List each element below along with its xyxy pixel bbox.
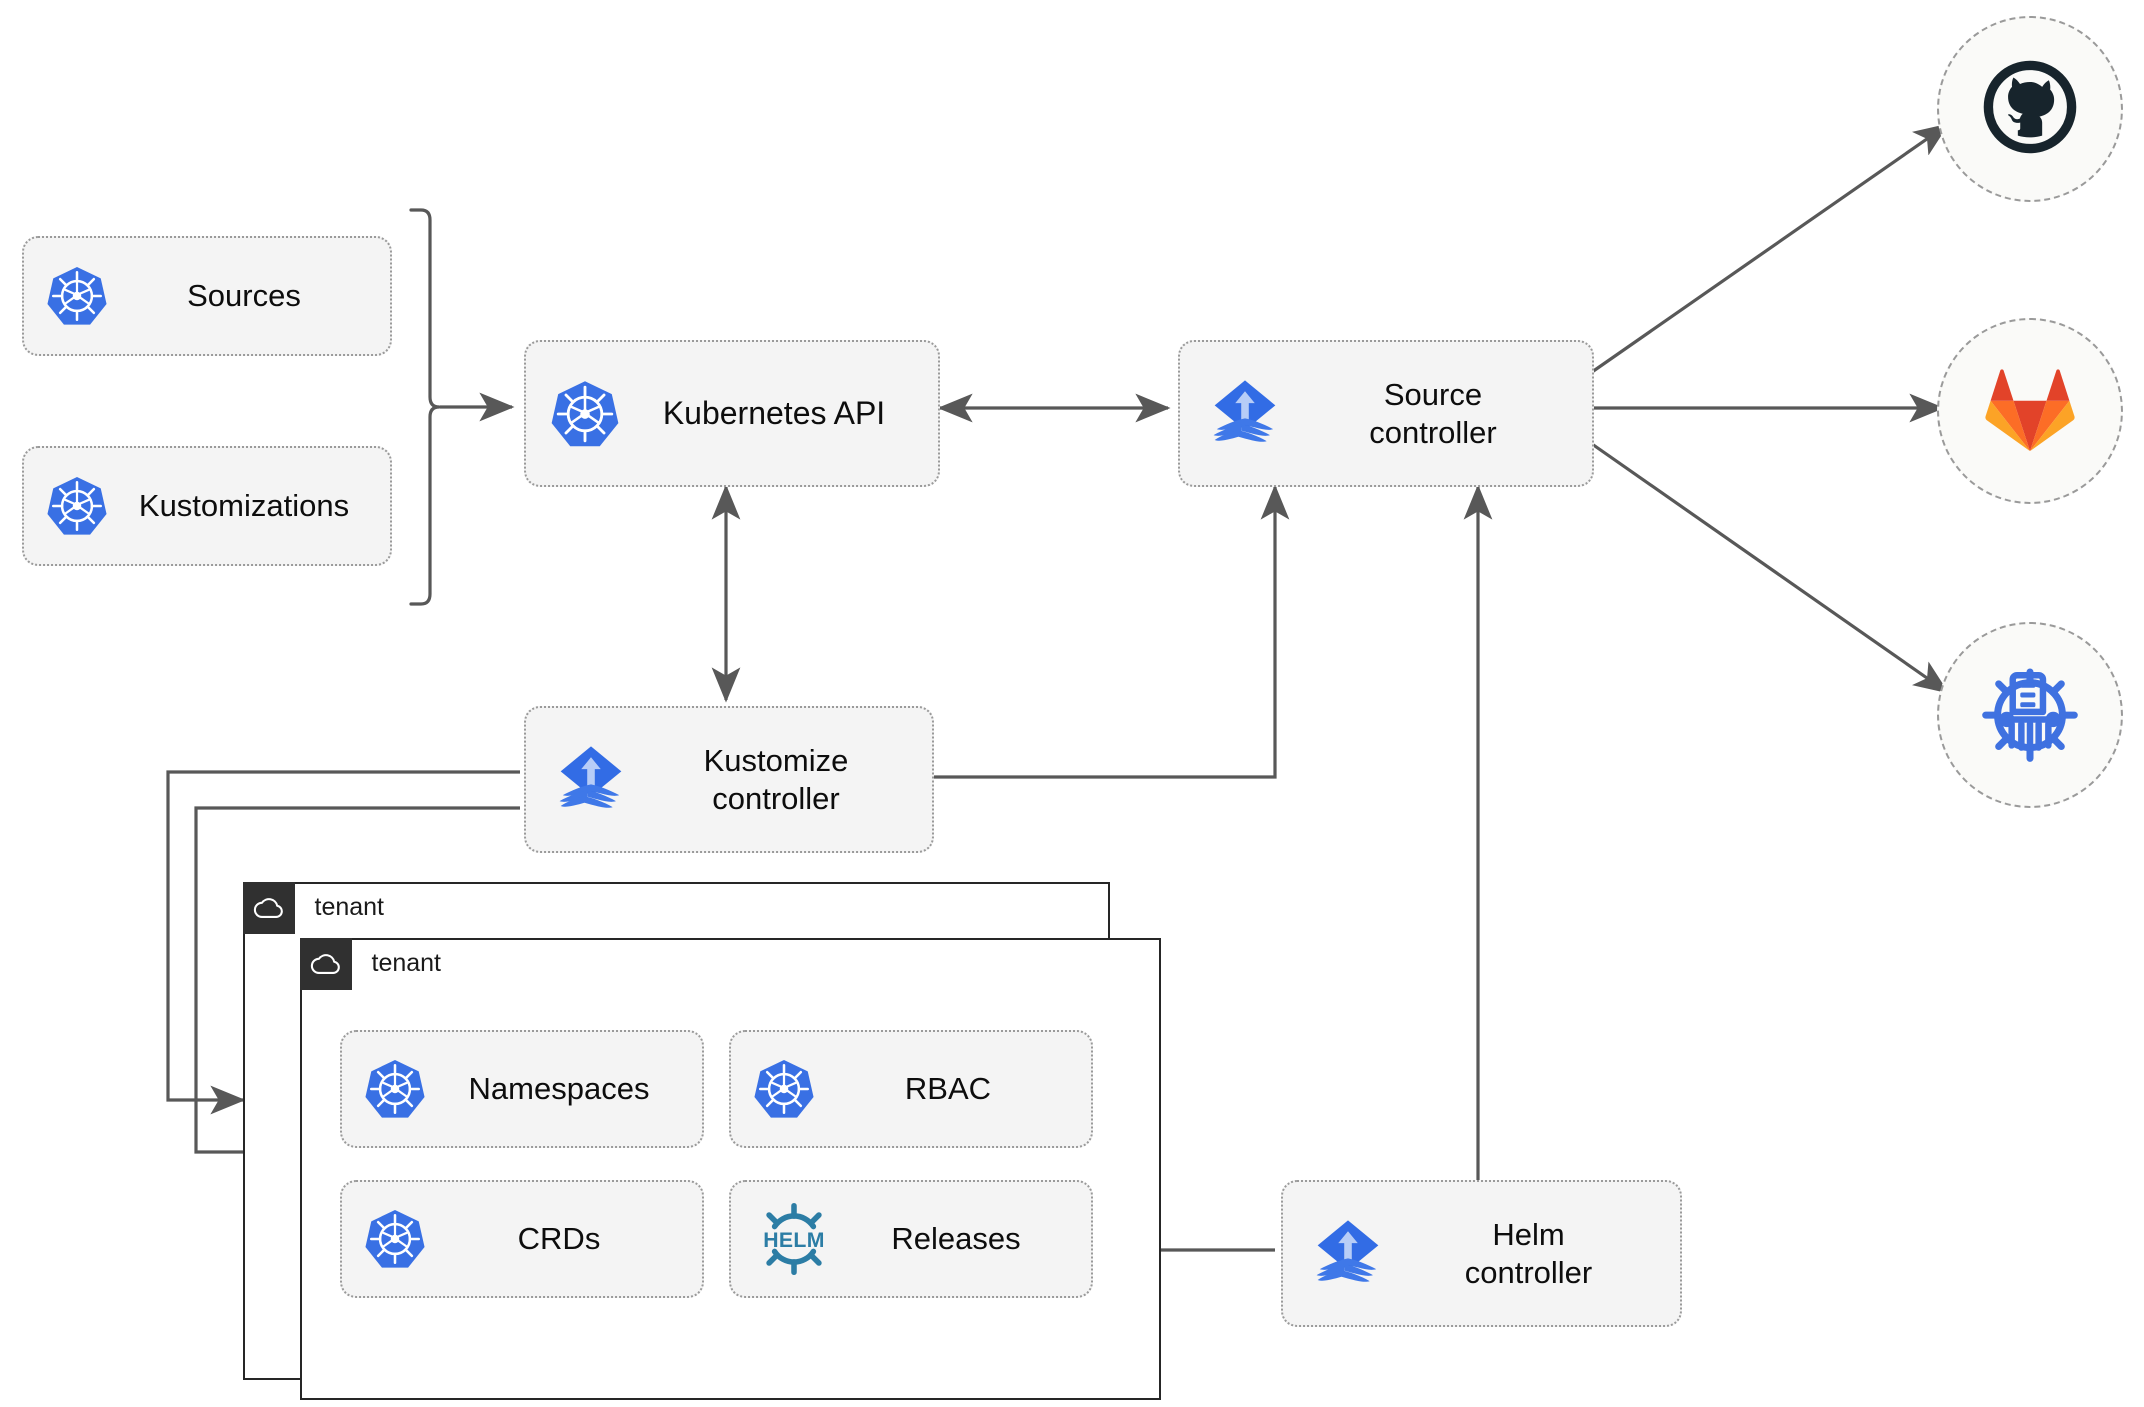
node-label: Helm controller (1464, 1216, 1593, 1290)
flux-icon (1309, 1215, 1387, 1293)
node-label: Kustomize controller (703, 742, 849, 816)
cloud-icon (242, 881, 295, 934)
kubernetes-icon (46, 475, 108, 537)
node-source-controller[interactable]: Source controller (1178, 340, 1594, 487)
provider-gitlab[interactable] (1937, 318, 2123, 504)
node-kubernetes-api[interactable]: Kubernetes API (524, 340, 940, 487)
node-rbac[interactable]: RBAC (729, 1030, 1093, 1148)
node-crds[interactable]: CRDs (340, 1180, 704, 1298)
resources-bracket (409, 208, 441, 606)
node-label: Kubernetes API (662, 394, 886, 431)
node-helm-controller[interactable]: Helm controller (1281, 1180, 1682, 1327)
flux-icon (1206, 375, 1284, 453)
node-label: Namespaces (468, 1071, 650, 1107)
node-releases[interactable]: HELM Releases (729, 1180, 1093, 1298)
svg-text:HELM: HELM (763, 1229, 825, 1252)
flux-icon (552, 741, 630, 819)
kubernetes-icon (550, 379, 620, 449)
node-kustomize-controller[interactable]: Kustomize controller (524, 706, 934, 853)
wire-source-to-helm-repository (1591, 442, 1950, 694)
node-namespaces[interactable]: Namespaces (340, 1030, 704, 1148)
node-label: RBAC (904, 1071, 992, 1107)
helm-icon: HELM (757, 1203, 831, 1275)
kubernetes-icon (364, 1058, 426, 1120)
tenant-titlebar: tenant (299, 937, 442, 990)
node-label: Kustomizations (138, 488, 350, 524)
wire-source-to-github (1591, 123, 1950, 374)
tenant-titlebar: tenant (242, 881, 385, 934)
node-label: CRDs (517, 1221, 601, 1257)
provider-github[interactable] (1937, 16, 2123, 202)
node-sources[interactable]: Sources (22, 236, 392, 356)
node-label: Source controller (1369, 376, 1497, 450)
tenant-label: tenant (351, 949, 442, 978)
tenant-container-front[interactable]: tenant (299, 937, 1161, 1400)
github-icon (1978, 55, 2082, 164)
tenant-label: tenant (294, 893, 385, 922)
provider-helm-repository[interactable] (1937, 622, 2123, 808)
wire-kustomize-to-source-controller (934, 484, 1290, 779)
node-kustomizations[interactable]: Kustomizations (22, 446, 392, 566)
kubernetes-icon (364, 1208, 426, 1270)
kubernetes-icon (46, 265, 108, 327)
gitlab-icon (1984, 365, 2076, 458)
helm-repository-icon (1976, 659, 2084, 772)
cloud-icon (299, 937, 352, 990)
node-label: Releases (891, 1221, 1021, 1257)
node-label: Sources (187, 278, 301, 314)
kubernetes-icon (753, 1058, 815, 1120)
